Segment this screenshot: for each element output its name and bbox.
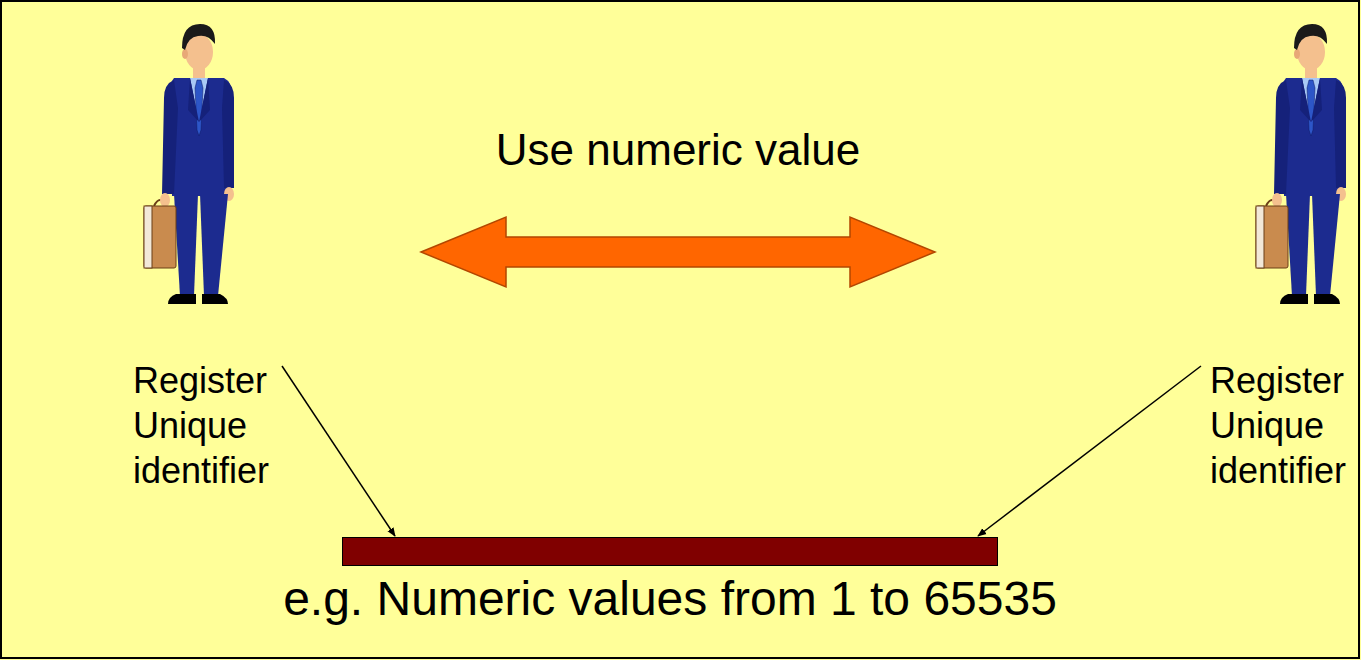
- arrow-label: Use numeric value: [496, 124, 860, 176]
- value-range-bar: e.g. Numeric values from 1 to 65535: [342, 537, 998, 566]
- identifier-label: Register Unique identifier: [1210, 358, 1349, 493]
- person-node: Register Unique identifier: [125, 18, 278, 497]
- double-arrow: [421, 217, 935, 287]
- leader-arrow: [282, 366, 395, 536]
- leader-arrow: [978, 366, 1201, 536]
- person-node: Register Unique identifier: [1205, 18, 1355, 497]
- edge-label-holder: Use numeric value: [496, 124, 860, 176]
- identifier-label: Register Unique identifier: [133, 358, 272, 493]
- range-caption: e.g. Numeric values from 1 to 65535: [283, 572, 1057, 626]
- businessman-figure: [144, 24, 234, 304]
- businessman-figure: [1256, 24, 1346, 304]
